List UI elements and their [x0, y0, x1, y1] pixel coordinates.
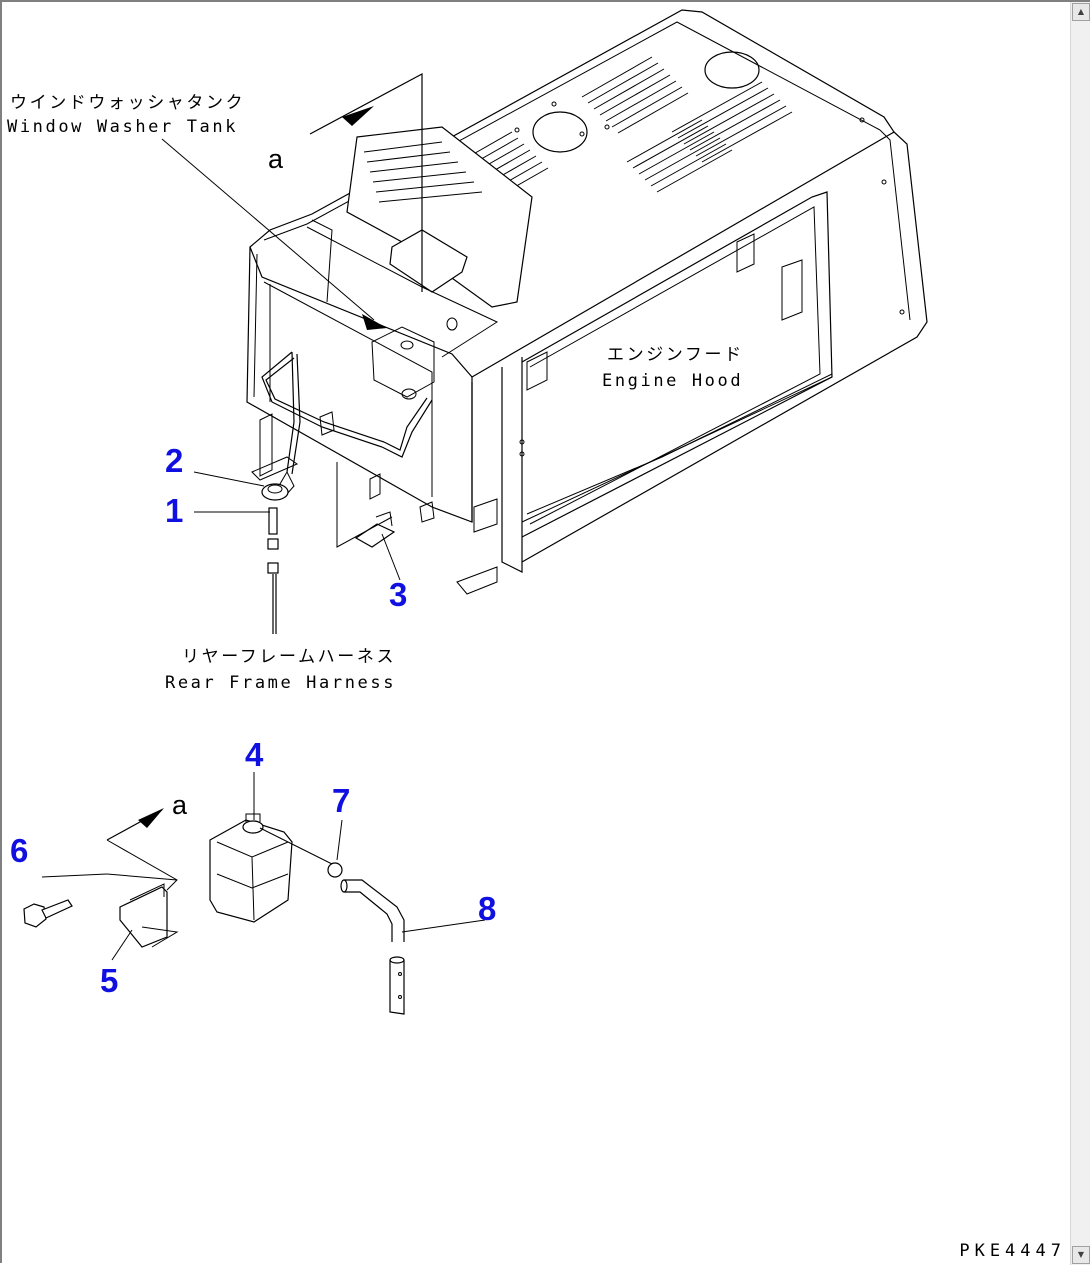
bracket-phantom-line	[106, 839, 178, 891]
triangle-up-icon: ▲	[1077, 7, 1085, 16]
callout-2: 2	[165, 442, 183, 479]
bracket-part	[119, 883, 179, 948]
leader-lines	[41, 138, 486, 961]
engine-hood-label-en: Engine Hood	[602, 371, 743, 391]
rear-harness-label-jp: リヤーフレームハーネス	[182, 647, 396, 667]
engine-hood-drawing	[246, 9, 928, 595]
engine-hood-label-jp: エンジンフード	[607, 345, 744, 365]
harness-wiring	[261, 351, 433, 495]
callout-3: 3	[389, 576, 407, 613]
hose-part	[340, 879, 405, 1015]
view-mark-a-bottom: a	[172, 790, 188, 820]
scroll-up-button[interactable]: ▲	[1072, 3, 1090, 21]
callout-5: 5	[100, 962, 118, 999]
connector-part	[267, 507, 279, 634]
washer-tank-label-en: Window Washer Tank	[7, 117, 238, 137]
leader-arrowhead	[362, 314, 387, 330]
clamp-part	[327, 862, 343, 878]
vertical-scrollbar[interactable]: ▲ ▼	[1070, 2, 1090, 1265]
view-mark-a-top: a	[268, 144, 284, 174]
rear-harness-label-en: Rear Frame Harness	[165, 673, 396, 693]
view-arrow-a-bottom	[106, 808, 164, 841]
scroll-down-button[interactable]: ▼	[1072, 1246, 1090, 1264]
washer-tank-label-jp: ウインドウォッシャタンク	[10, 93, 245, 113]
bolt-phantom-line	[336, 462, 393, 548]
view-arrow-a-top	[309, 72, 423, 292]
triangle-down-icon: ▼	[1077, 1250, 1085, 1259]
mounting-bolt-part	[23, 899, 73, 928]
drawing-reference-code: PKE4447	[959, 1241, 1066, 1261]
callout-1: 1	[165, 492, 183, 529]
scrollbar-track[interactable]	[1071, 22, 1090, 1245]
bolt-part	[354, 511, 396, 548]
washer-tank-part	[209, 813, 333, 923]
callout-6: 6	[10, 832, 28, 869]
callout-8: 8	[478, 890, 496, 927]
callout-4: 4	[245, 736, 264, 773]
callout-7: 7	[332, 782, 350, 819]
grommet-part	[261, 483, 289, 501]
